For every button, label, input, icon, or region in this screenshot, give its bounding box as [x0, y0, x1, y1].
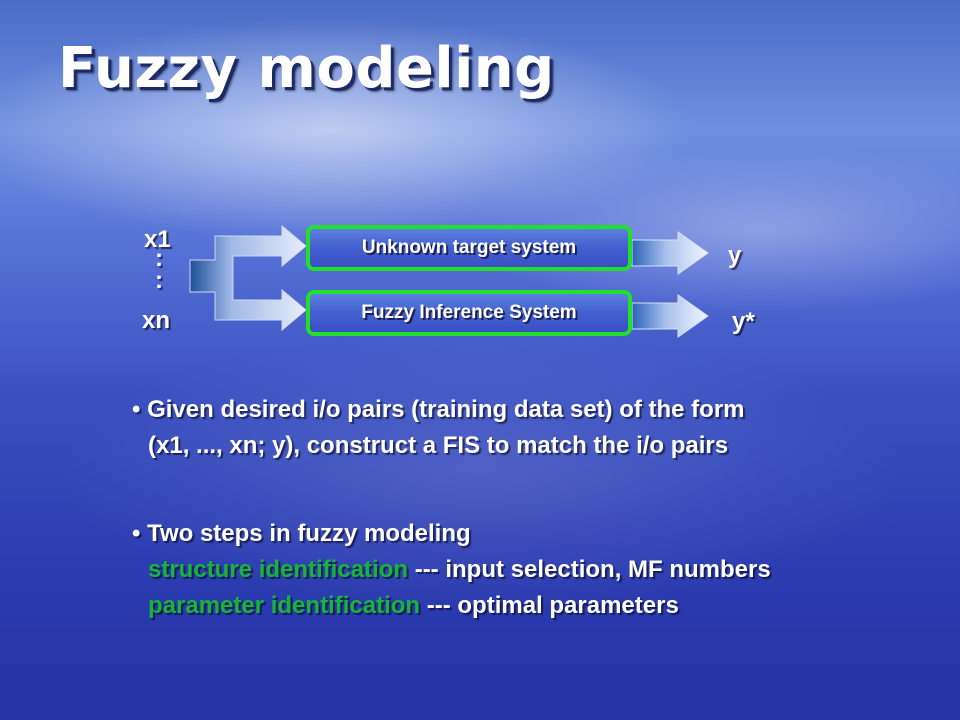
bullet-2: • Two steps in fuzzy modeling — [132, 520, 471, 547]
step-structure-identification: structure identification --- input selec… — [132, 552, 932, 588]
unknown-target-system-box: Unknown target system — [306, 225, 632, 271]
bullet-1-line-2: (x1, ..., xn; y), construct a FIS to mat… — [148, 432, 729, 459]
input-dots-lower: : — [155, 267, 163, 294]
output-y-label: y — [728, 242, 742, 269]
unknown-target-system-label: Unknown target system — [361, 237, 577, 258]
output-arrow-fis — [631, 294, 709, 338]
input-dots-upper: : — [155, 245, 163, 272]
bullet-1: • Given desired i/o pairs (training data… — [132, 396, 745, 423]
output-ystar-label: y* — [732, 308, 755, 335]
structure-identification-desc: --- input selection, MF numbers — [408, 556, 771, 583]
fuzzy-inference-system-box: Fuzzy Inference System — [306, 290, 632, 336]
input-xn-label: xn — [142, 307, 171, 334]
slide-title: Fuzzy modeling — [58, 36, 555, 101]
bullet-1-line-1: Given desired i/o pairs (training data s… — [147, 396, 745, 423]
input-x1-label: x1 — [144, 226, 171, 253]
parameter-identification-desc: --- optimal parameters — [420, 592, 679, 619]
structure-identification-term: structure identification — [148, 556, 409, 583]
bullet-list: • Given desired i/o pairs (training data… — [132, 392, 932, 624]
bullet-2-line-1: Two steps in fuzzy modeling — [147, 520, 471, 547]
input-connector — [189, 224, 307, 332]
fuzzy-inference-system-label: Fuzzy Inference System — [361, 302, 577, 323]
step-parameter-identification: parameter identification --- optimal par… — [132, 588, 932, 624]
bullet-1-continuation: (x1, ..., xn; y), construct a FIS to mat… — [132, 428, 932, 464]
output-arrow-target — [631, 231, 709, 275]
parameter-identification-term: parameter identification — [148, 592, 421, 619]
